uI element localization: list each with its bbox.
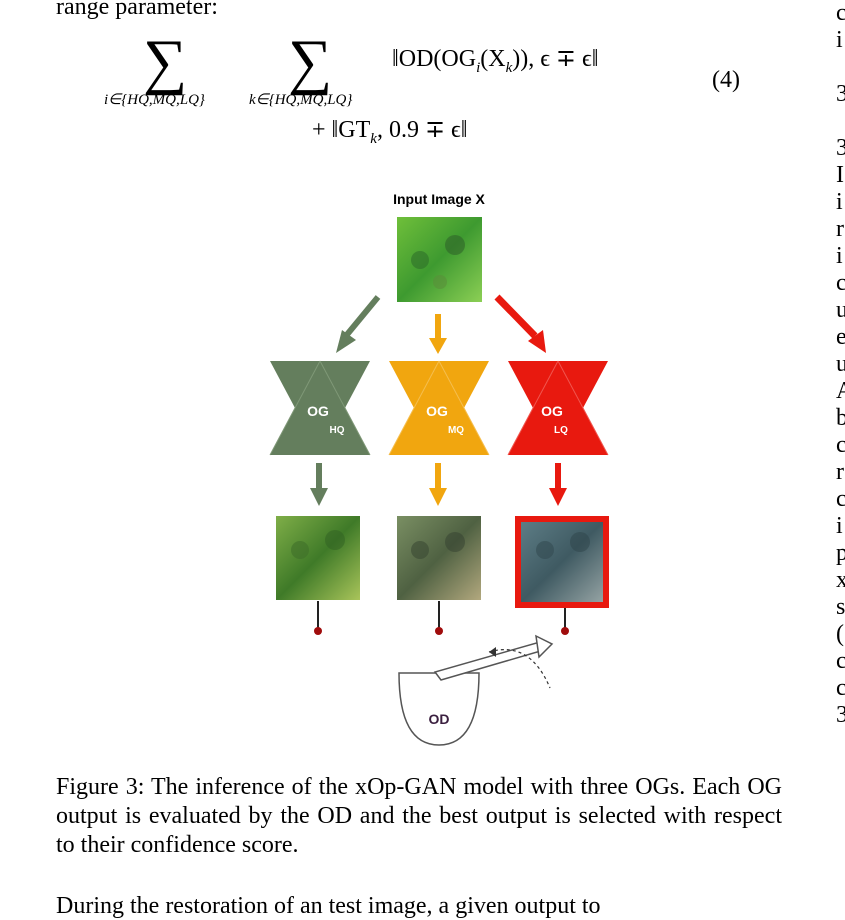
right-col-line: u xyxy=(836,297,845,323)
right-col-line: I xyxy=(836,162,844,188)
og-hq-label: OG xyxy=(307,403,329,419)
term1-sub: i xyxy=(476,60,480,76)
og-mq-label: OG xyxy=(426,403,448,419)
summation-sub-2: k∈{HQ,MQ,LQ} xyxy=(249,92,352,108)
svg-text:+ ‖GTk, 0.9 ∓ ϵ‖: + ‖GTk, 0.9 ∓ ϵ‖ xyxy=(312,117,468,147)
right-col-line: A xyxy=(836,378,845,404)
right-col-line: 3 xyxy=(836,702,845,728)
og-mq-sub: MQ xyxy=(448,425,464,436)
right-col-line xyxy=(836,108,845,135)
right-col-line: e xyxy=(836,324,845,350)
right-col-line: b xyxy=(836,405,845,431)
right-col-line: c xyxy=(836,486,845,512)
right-col-line: ( xyxy=(836,621,844,647)
arrow-to-hq xyxy=(342,295,381,339)
od-label: OD xyxy=(429,711,450,727)
right-col-line xyxy=(836,54,845,81)
equation-number: (4) xyxy=(712,67,740,93)
output-mq-image xyxy=(397,516,481,600)
right-col-line: 3 xyxy=(836,81,845,107)
figure-caption: Figure 3: The inference of the xOp-GAN m… xyxy=(56,774,782,858)
next-paragraph: During the restoration of an test image,… xyxy=(56,893,601,919)
summation-symbol-2: ∑ xyxy=(288,28,332,96)
figure-3: Input Image X OG HQ OG MQ xyxy=(269,191,609,746)
term1-end: )), ϵ ∓ ϵ‖ xyxy=(512,46,598,72)
right-col-line: c xyxy=(836,270,845,296)
right-col-line: i xyxy=(836,243,843,269)
og-lq-sub: LQ xyxy=(554,425,568,436)
right-col-line: 3 xyxy=(836,135,845,161)
svg-text:‖OD(OGi(Xk)), ϵ ∓ ϵ‖: ‖OD(OGi(Xk)), ϵ ∓ ϵ‖ xyxy=(392,46,599,76)
right-col-line: r xyxy=(836,216,844,242)
right-col-line: r xyxy=(836,459,844,485)
arrow-to-lq xyxy=(494,294,538,339)
term1-mid: (X xyxy=(480,46,505,72)
intro-line: range parameter: xyxy=(56,0,218,20)
term2-sub: k xyxy=(370,131,377,147)
og-lq-block: OG LQ xyxy=(507,360,609,456)
output-lq-image-selected xyxy=(515,516,609,608)
right-col-line: u xyxy=(836,351,845,377)
right-col-line: s xyxy=(836,594,845,620)
term2-prefix: + ‖GT xyxy=(312,117,371,143)
right-col-line: i xyxy=(836,513,843,539)
input-image-label: Input Image X xyxy=(393,191,485,207)
og-hq-sub: HQ xyxy=(330,425,345,436)
right-col-line: c xyxy=(836,0,845,26)
input-image xyxy=(397,217,482,302)
od-discriminator: OD xyxy=(398,634,554,746)
right-col-line: c xyxy=(836,432,845,458)
term1: ‖OD(OG xyxy=(392,46,476,72)
og-lq-label: OG xyxy=(541,403,563,419)
og-mq-block: OG MQ xyxy=(388,360,490,456)
right-col-line: i xyxy=(836,189,843,215)
right-column-text: c i 3 3 I i r i c u e u A b c r c i p x … xyxy=(836,0,845,729)
summation-sub-1: i∈{HQ,MQ,LQ} xyxy=(104,92,205,108)
right-col-line: x xyxy=(836,567,845,593)
equation-4: ∑ i∈{HQ,MQ,LQ} ∑ k∈{HQ,MQ,LQ} ‖OD(OGi(Xk… xyxy=(104,28,599,147)
output-hq-image xyxy=(276,516,360,600)
right-col-line: c xyxy=(836,675,845,701)
right-col-line: p xyxy=(836,540,845,566)
right-col-line: i xyxy=(836,27,843,53)
term2-end: , 0.9 ∓ ϵ‖ xyxy=(377,117,468,143)
right-col-line: c xyxy=(836,648,845,674)
summation-symbol-1: ∑ xyxy=(143,28,187,96)
og-hq-block: OG HQ xyxy=(269,360,371,456)
term1-sub2: k xyxy=(506,60,513,76)
